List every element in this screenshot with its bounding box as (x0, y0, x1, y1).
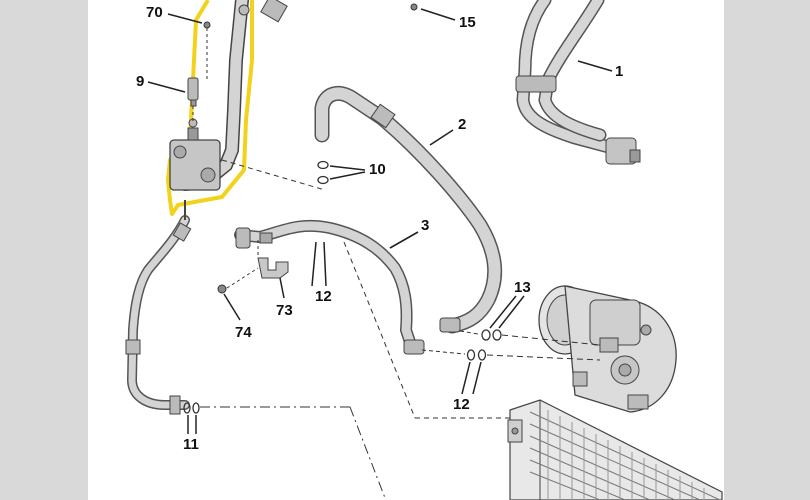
suction-pipe-lower (125, 200, 192, 415)
leader-3 (389, 231, 419, 249)
part-3-hose (234, 219, 425, 355)
part-9-sensor (147, 77, 199, 123)
callout-13: 13 (514, 279, 531, 296)
part-12-o-rings-upper (311, 241, 520, 419)
part-73-bracket (257, 240, 289, 299)
part-12-o-rings-lower (421, 349, 601, 395)
callout-2: 2 (458, 116, 467, 133)
callout-12-upper: 12 (315, 288, 332, 305)
callout-74: 74 (235, 324, 252, 341)
part-70-plug (167, 13, 211, 80)
part-1-hose (515, 0, 641, 165)
callout-11: 11 (183, 436, 199, 453)
part-11-o-rings (183, 402, 386, 499)
part-15-fitting (410, 3, 418, 11)
callout-73: 73 (276, 302, 293, 319)
condenser (507, 399, 723, 500)
leader-2 (429, 129, 454, 146)
part-13-o-rings (459, 295, 601, 346)
callout-12-lower: 12 (453, 396, 470, 413)
callout-3: 3 (421, 217, 430, 234)
expansion-valve-block (169, 118, 221, 191)
part-2-hose (314, 85, 503, 334)
part-74-bolt (217, 267, 259, 321)
part-10-o-rings (317, 160, 366, 185)
callout-15: 15 (459, 14, 476, 31)
callout-10: 10 (369, 161, 386, 178)
leader-15 (420, 8, 456, 21)
leader-1 (577, 60, 613, 72)
callout-9: 9 (136, 73, 145, 90)
callout-1: 1 (615, 63, 624, 80)
ac-compressor (538, 285, 677, 413)
callout-70: 70 (146, 4, 163, 21)
